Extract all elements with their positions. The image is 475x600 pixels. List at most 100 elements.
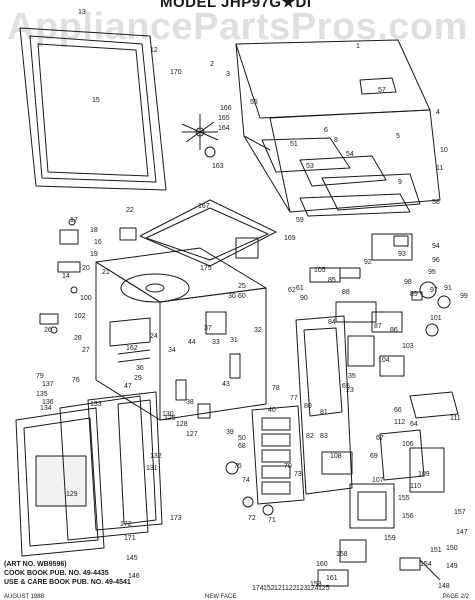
part-callout: 58 — [432, 199, 440, 206]
part-callout: 82 — [306, 433, 314, 440]
part-callout: 17 — [70, 217, 78, 224]
part-callout: 3 — [226, 71, 230, 78]
part-callout: 16 — [94, 239, 102, 246]
part-callout: 106 — [402, 441, 414, 448]
control-panel-housing — [295, 315, 353, 495]
model-title: MODEL JHP97G★DI — [160, 0, 312, 11]
part-callout: 108 — [330, 453, 342, 460]
part-callout: 175 — [200, 265, 212, 272]
part-callout: 27 — [82, 347, 90, 354]
part-callout: 54 — [346, 151, 354, 158]
footer-date: AUGUST 1988 — [4, 594, 44, 600]
part-callout: 71 — [268, 517, 276, 524]
part-callout: 44 — [188, 339, 196, 346]
part-callout: 74 — [242, 477, 250, 484]
part-callout: 20 — [82, 265, 90, 272]
base-plates — [261, 137, 421, 217]
part-callout: 90 — [300, 295, 308, 302]
part-callout: 112 — [394, 419, 405, 426]
part-callout: 70 — [284, 463, 292, 470]
part-callout: 91 — [444, 285, 452, 292]
part-callout: 161 — [326, 575, 338, 582]
part-callout: 109 — [418, 471, 430, 478]
part-callout: 104 — [378, 357, 390, 364]
hardware — [39, 218, 423, 419]
part-callout: 158 — [336, 551, 348, 558]
part-callout: 134 — [40, 405, 52, 412]
part-callout: 157 — [454, 509, 466, 516]
part-callout: 4 — [436, 109, 440, 116]
part-callout: 1 — [356, 43, 360, 50]
control-components — [309, 233, 451, 377]
part-callout: 81 — [320, 409, 328, 416]
part-callout: 72 — [248, 515, 256, 522]
part-callout: 98 — [404, 279, 412, 286]
part-callout: 30 — [228, 293, 236, 300]
part-callout: 84 — [328, 319, 336, 326]
part-callout: 60 — [238, 293, 246, 300]
fan-assembly — [181, 114, 219, 158]
part-callout: 92 — [364, 259, 372, 266]
outer-case — [235, 39, 441, 213]
part-callout: 13 — [78, 9, 86, 16]
front-door — [15, 391, 163, 557]
part-callout: 126 — [164, 415, 176, 422]
part-callout: 93 — [398, 251, 406, 258]
part-callout: 23 — [346, 387, 354, 394]
part-callout: 61 — [296, 285, 304, 292]
part-callout: 165 — [218, 115, 230, 122]
part-callout: 18 — [90, 227, 98, 234]
part-callout: 170 — [170, 69, 182, 76]
part-callout: 28 — [74, 335, 82, 342]
part-callout: 26 — [44, 327, 52, 334]
part-callout: 85 — [328, 277, 336, 284]
part-callout: 38 — [186, 399, 194, 406]
part-callout: 5 — [396, 133, 400, 140]
part-callout: 166 — [220, 105, 232, 112]
part-callout: 65 — [342, 383, 350, 390]
part-callout: 64 — [410, 421, 418, 428]
part-callout: 133 — [90, 401, 102, 408]
part-callout: 164 — [218, 125, 230, 132]
part-callout: 127 — [186, 431, 198, 438]
part-callout: 87 — [374, 323, 382, 330]
part-callout: 153 — [310, 581, 322, 588]
part-callout: 8 — [334, 137, 338, 144]
footer-mid: NEW FACE — [205, 594, 237, 600]
part-callout: 89 — [410, 291, 418, 298]
part-callout: 66 — [394, 407, 402, 414]
part-callout: 34 — [168, 347, 176, 354]
callout-labels: 1312170152315755166165164163468551535410… — [36, 9, 468, 592]
part-callout: 97 — [430, 287, 438, 294]
part-callout: 9 — [398, 179, 402, 186]
part-callout: 50 — [238, 435, 246, 442]
part-callout: 12 — [150, 47, 158, 54]
part-callout: 122 — [285, 585, 297, 592]
transformer — [317, 391, 459, 587]
part-callout: 78 — [272, 385, 280, 392]
part-callout: 83 — [320, 433, 328, 440]
part-callout: 123 — [296, 585, 308, 592]
part-callout: 79 — [36, 373, 44, 380]
part-callout: 146 — [128, 573, 140, 580]
part-callout: 102 — [74, 313, 86, 320]
part-callout: 88 — [342, 289, 350, 296]
part-callout: 6 — [324, 127, 328, 134]
door-frame — [19, 27, 167, 191]
part-callout: 167 — [198, 203, 210, 210]
part-callout: 136 — [42, 399, 54, 406]
part-callout: 159 — [384, 535, 396, 542]
part-callout: 94 — [432, 243, 440, 250]
knobs — [225, 461, 274, 516]
part-callout: 128 — [176, 421, 188, 428]
part-callout: 80 — [304, 403, 312, 410]
part-callout: 39 — [226, 429, 234, 436]
part-callout: 173 — [170, 515, 182, 522]
part-callout: 40 — [268, 407, 276, 414]
part-callout: 57 — [378, 87, 386, 94]
part-callout: 172 — [120, 521, 132, 528]
part-callout: 154 — [420, 561, 432, 568]
footer-page: PAGE 2/2 — [442, 594, 469, 600]
part-callout: 131 — [146, 465, 158, 472]
